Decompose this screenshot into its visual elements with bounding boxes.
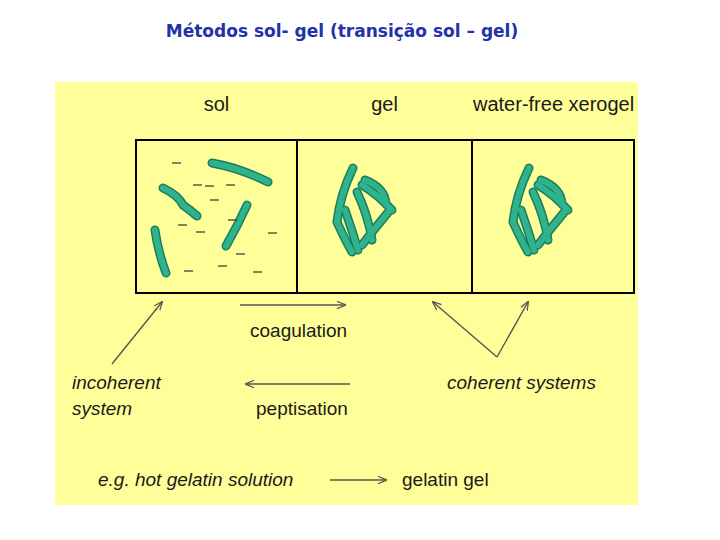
annotation-label: gelatin gel	[402, 467, 542, 493]
fiber	[155, 230, 166, 273]
leader-arrow	[497, 302, 528, 357]
negative-charge	[172, 162, 181, 163]
negative-charge	[196, 231, 205, 232]
leader-arrow	[112, 302, 162, 364]
fiber	[163, 188, 197, 216]
fiber	[226, 205, 247, 246]
annotation-label: incoherent system	[72, 370, 200, 421]
annotation-label: coherent systems	[447, 370, 647, 396]
xerogel-network	[513, 168, 568, 252]
coagulation-arrow	[240, 304, 345, 305]
yellow-panel	[55, 82, 638, 505]
state-heading: water-free xerogel	[473, 93, 633, 116]
slide-title: Métodos sol- gel (transição sol – gel)	[166, 20, 518, 43]
negative-charge	[218, 265, 227, 266]
charge-signs	[172, 163, 277, 272]
fiber	[155, 230, 166, 273]
negative-charge	[184, 270, 193, 271]
negative-charge	[193, 184, 202, 185]
sol-fiber-fill	[155, 163, 268, 273]
annotation-label: e.g. hot gelatin solution	[98, 467, 324, 493]
annotation-label: coagulation	[250, 318, 390, 344]
peptisation-arrow	[246, 383, 350, 384]
negative-charge	[178, 224, 187, 225]
state-box: sol	[135, 139, 298, 294]
state-heading: sol	[137, 93, 296, 116]
state-box: water-free xerogel	[471, 139, 635, 294]
state-box: gel	[296, 139, 473, 294]
gelatin-arrow	[330, 479, 386, 480]
negative-charge	[210, 199, 219, 200]
negative-charge	[226, 184, 235, 185]
sol-fiber-outline	[155, 163, 268, 273]
leader-arrow	[433, 302, 497, 357]
negative-charge	[253, 271, 262, 272]
fiber	[163, 188, 197, 216]
negative-charge	[228, 219, 237, 220]
annotation-label: peptisation	[256, 396, 396, 422]
gel-network	[337, 168, 392, 252]
fiber	[212, 163, 268, 182]
negative-charge	[236, 253, 245, 254]
negative-charge	[268, 232, 277, 233]
state-heading: gel	[298, 93, 471, 116]
fiber	[212, 163, 268, 182]
negative-charge	[205, 185, 214, 186]
fiber	[226, 205, 247, 246]
